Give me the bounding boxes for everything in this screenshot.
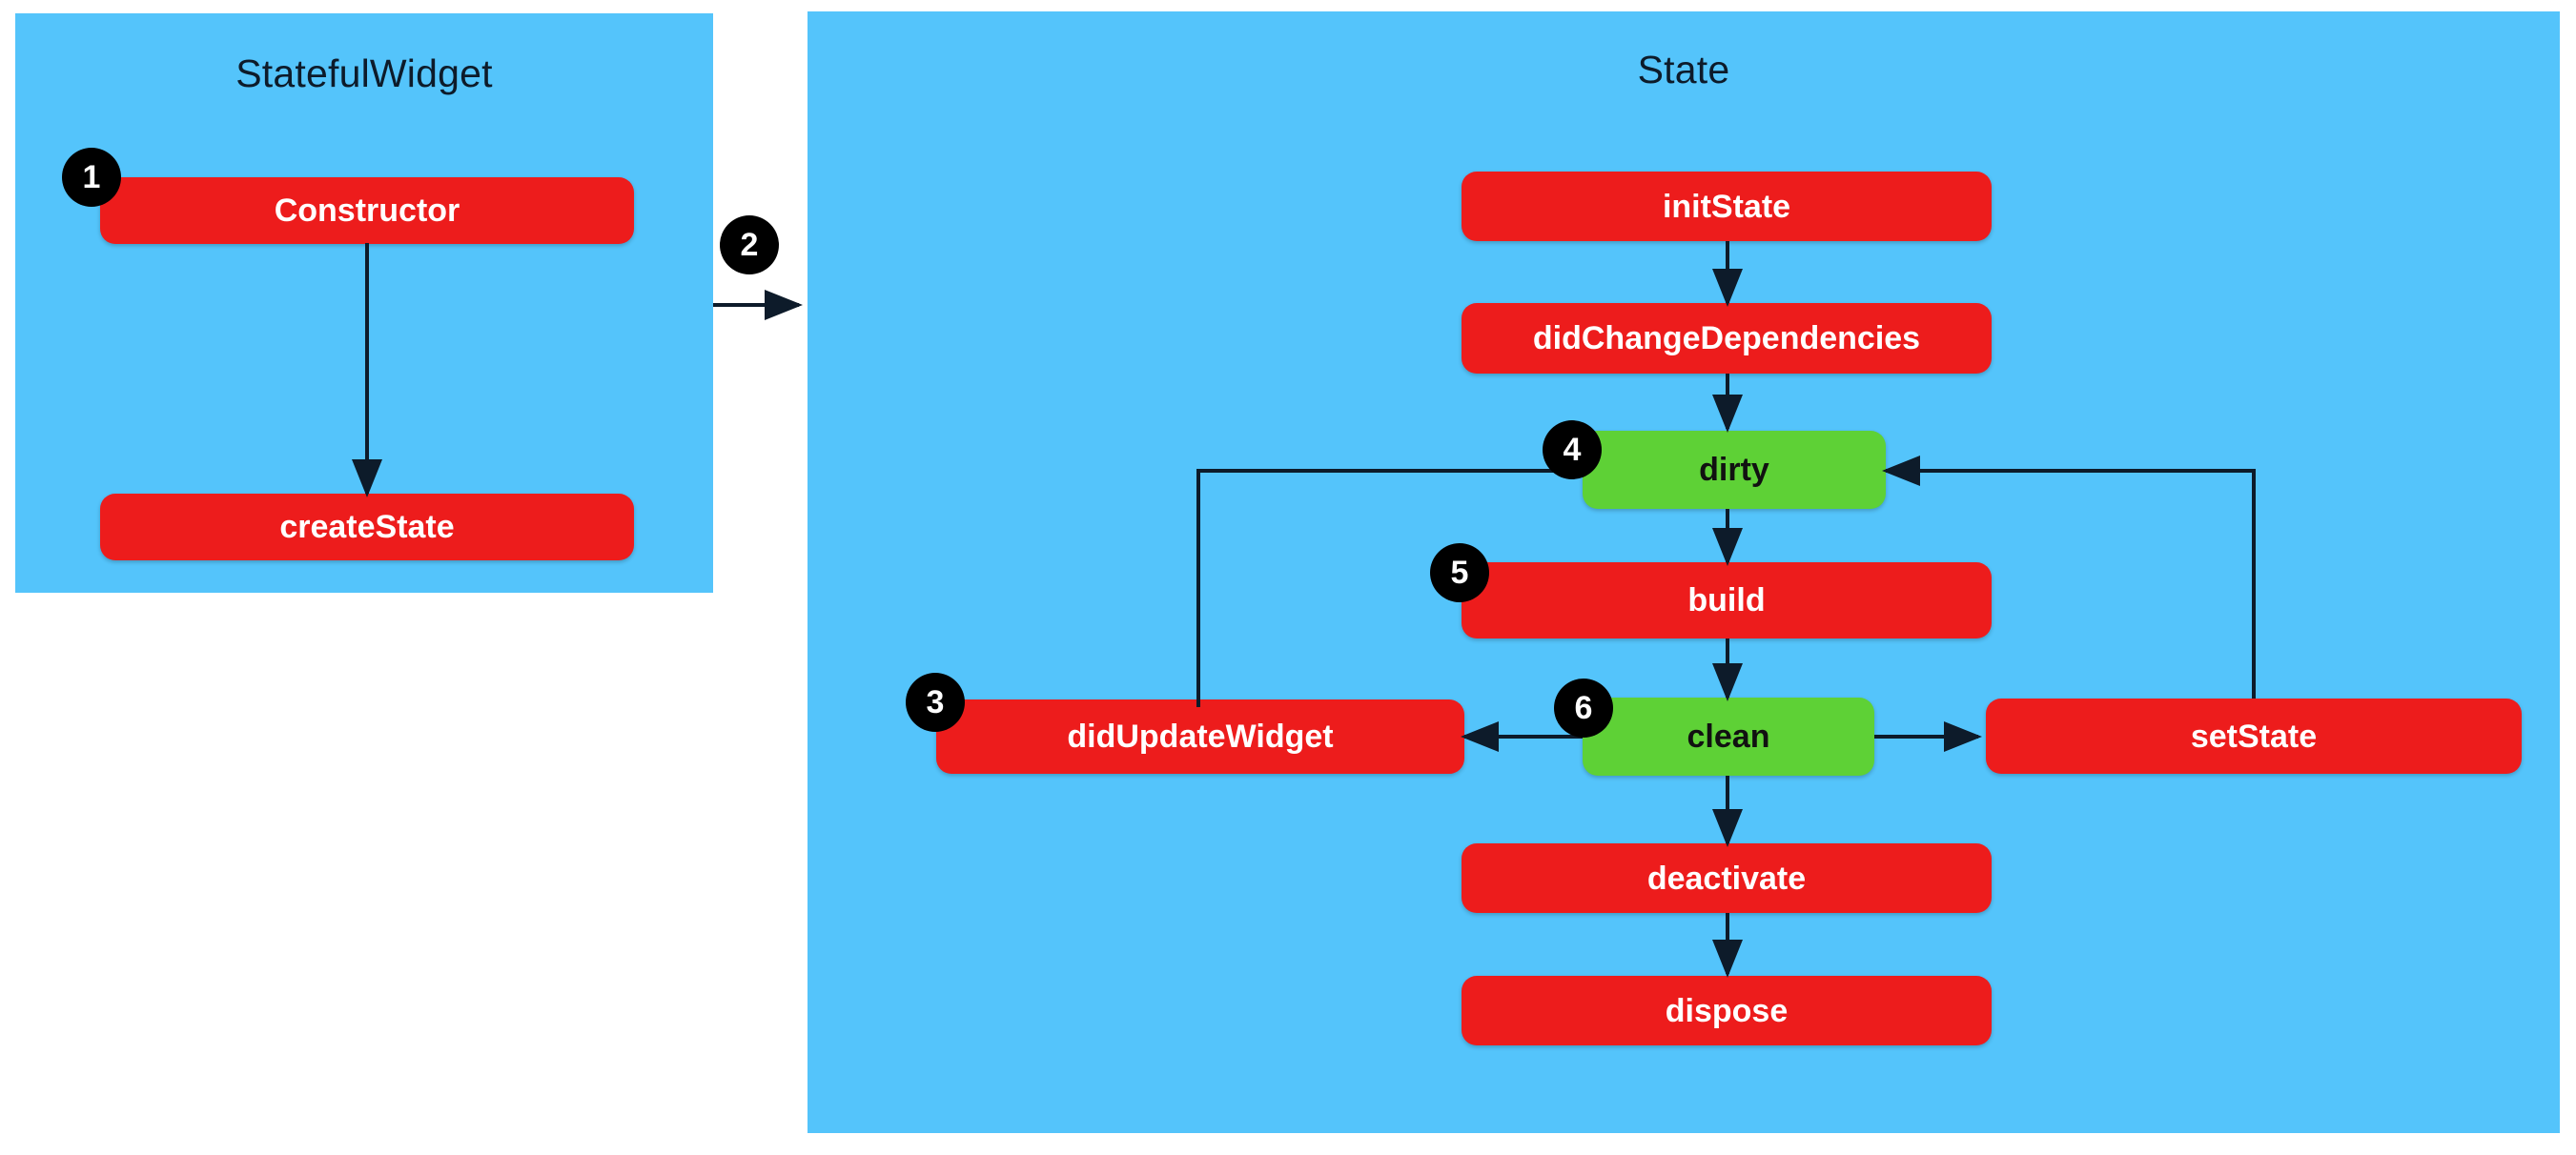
node-createstate-label: createState <box>279 509 455 545</box>
step-badge-1-label: 1 <box>82 159 101 195</box>
node-didchangedependencies-label: didChangeDependencies <box>1532 320 1921 356</box>
node-deactivate[interactable]: deactivate <box>1462 843 1992 913</box>
step-badge-5[interactable]: 5 <box>1430 543 1489 602</box>
step-badge-5-label: 5 <box>1450 555 1469 591</box>
node-initstate[interactable]: initState <box>1462 172 1992 241</box>
node-constructor[interactable]: Constructor <box>100 177 634 244</box>
step-badge-3-label: 3 <box>926 684 945 720</box>
node-deactivate-label: deactivate <box>1646 860 1807 897</box>
step-badge-1[interactable]: 1 <box>62 148 121 207</box>
node-clean[interactable]: clean <box>1583 698 1874 776</box>
statefulwidget-panel-title: StatefulWidget <box>235 51 493 95</box>
step-badge-4-label: 4 <box>1563 432 1582 468</box>
node-build[interactable]: build <box>1462 562 1992 638</box>
node-didupdatewidget[interactable]: didUpdateWidget <box>936 699 1464 774</box>
node-constructor-label: Constructor <box>274 192 460 229</box>
node-dirty[interactable]: dirty <box>1583 431 1886 509</box>
node-dispose[interactable]: dispose <box>1462 976 1992 1045</box>
step-badge-4[interactable]: 4 <box>1543 420 1602 479</box>
node-didupdatewidget-label: didUpdateWidget <box>1067 719 1334 755</box>
node-setstate-label: setState <box>2190 718 2318 755</box>
node-didchangedependencies[interactable]: didChangeDependencies <box>1462 303 1992 374</box>
node-setstate[interactable]: setState <box>1986 699 2522 774</box>
state-panel-title: State <box>1637 48 1730 91</box>
step-badge-2[interactable]: 2 <box>720 215 779 274</box>
node-clean-label: clean <box>1687 719 1770 755</box>
step-badge-2-label: 2 <box>740 227 759 263</box>
node-dispose-label: dispose <box>1665 992 1789 1029</box>
step-badge-6-label: 6 <box>1574 690 1593 726</box>
node-initstate-label: initState <box>1662 188 1791 225</box>
step-badge-3[interactable]: 3 <box>906 673 965 732</box>
node-createstate[interactable]: createState <box>100 494 634 560</box>
step-badge-6[interactable]: 6 <box>1554 679 1613 738</box>
node-dirty-label: dirty <box>1699 452 1769 488</box>
node-build-label: build <box>1687 582 1766 618</box>
